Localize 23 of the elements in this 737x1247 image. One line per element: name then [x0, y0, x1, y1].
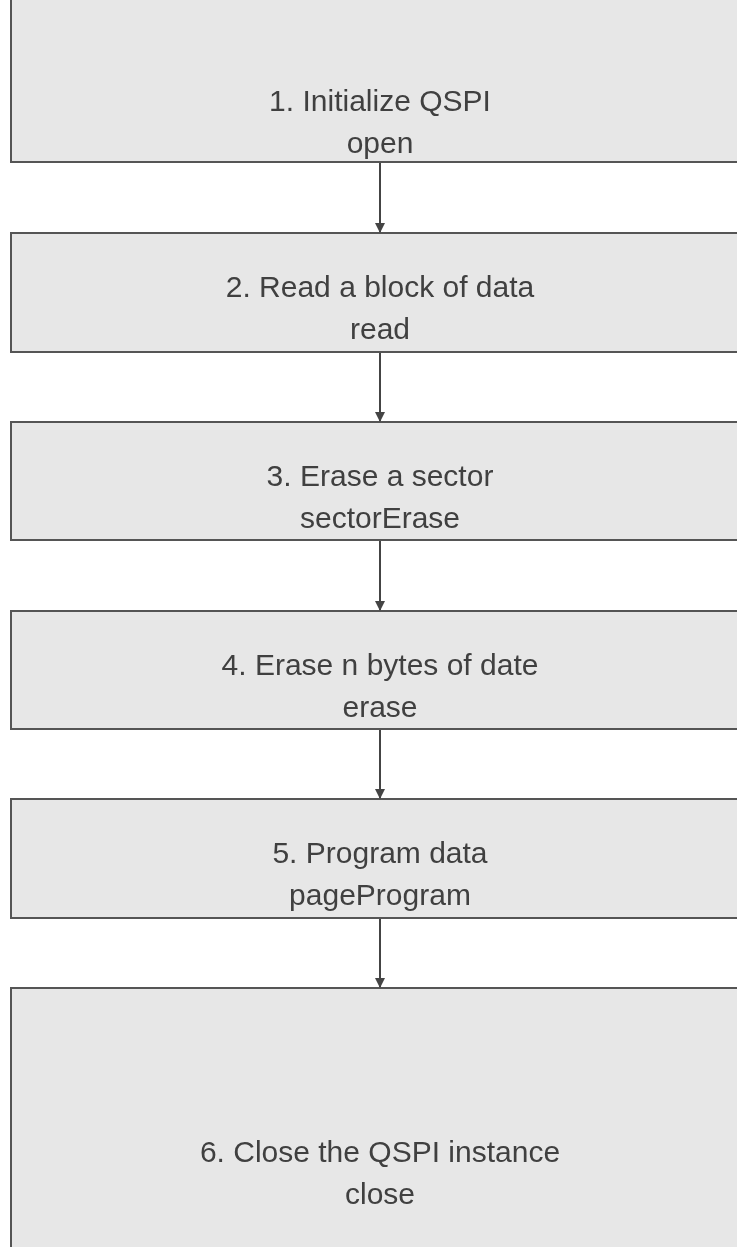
arrow: [375, 918, 385, 988]
function-name: read: [349, 311, 410, 347]
arrow: [375, 540, 385, 611]
process-box: [10, 232, 737, 353]
function-name: sectorErase: [299, 500, 461, 536]
step-title: 1. Initialize QSPI: [269, 83, 491, 119]
arrow: [375, 162, 385, 233]
function-name: close: [344, 1176, 415, 1212]
process-box: [10, 421, 737, 541]
arrow: [375, 352, 385, 422]
step-title: 6. Close the QSPI instance: [199, 1134, 561, 1170]
step-title: 4. Erase n bytes of date: [221, 647, 539, 683]
process-box: [10, 987, 737, 1247]
function-name: open: [346, 125, 414, 161]
step-title: 3. Erase a sector: [266, 458, 494, 494]
step-title: 5. Program data: [272, 835, 488, 871]
step-title: 2. Read a block of data: [225, 269, 535, 305]
process-box: [10, 0, 737, 163]
function-name: erase: [342, 689, 418, 725]
arrow: [375, 729, 385, 799]
process-box: [10, 798, 737, 919]
function-name: pageProgram: [289, 877, 471, 913]
process-box: [10, 610, 737, 730]
